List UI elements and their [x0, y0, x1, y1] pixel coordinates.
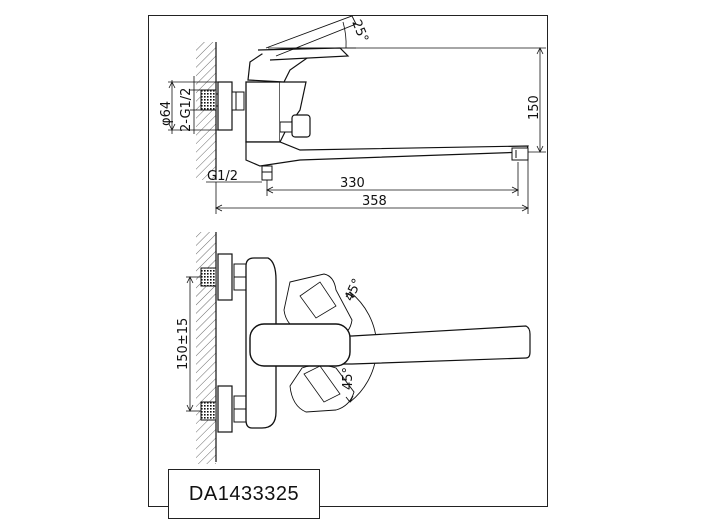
dim-overall-arrow-left	[215, 204, 223, 212]
top-dimensions	[186, 276, 201, 412]
connector-nut	[231, 91, 245, 111]
dim-phi64-arrow-top	[168, 81, 176, 89]
lower-eccentric-nut	[200, 401, 217, 421]
lower-flange	[217, 385, 233, 433]
rotation-arrow-bottom	[345, 395, 354, 403]
dim-center-arrow-top	[186, 276, 194, 284]
model-code-box: DA1433325	[168, 469, 320, 519]
top-wall-hatch	[196, 232, 216, 464]
dim-center-arrow-bottom	[186, 404, 194, 412]
label-rotation-up: 45°	[342, 276, 365, 303]
wall-flange	[217, 81, 233, 131]
upper-eccentric-nut	[200, 267, 217, 287]
diverter-stem	[279, 121, 293, 133]
label-diameter: φ64	[159, 101, 174, 126]
diverter-knob	[291, 114, 311, 138]
label-connection: 2-G1/2	[179, 88, 194, 132]
outlet-thread	[261, 165, 273, 181]
dim-reach-arrow-left	[266, 186, 274, 194]
dim-overall-arrow-right	[521, 204, 529, 212]
spout-ghost-lower-inner	[303, 365, 341, 403]
angle-arc	[342, 21, 347, 49]
eccentric-nut	[200, 89, 217, 111]
label-height: 150	[527, 95, 542, 120]
label-outlet-thread: G1/2	[207, 169, 238, 184]
aerator	[511, 147, 529, 161]
top-view	[196, 232, 531, 464]
dim-height-arrow-top	[536, 47, 544, 55]
label-rotation-down: 45°	[341, 367, 356, 390]
spout-ghost-upper-inner	[299, 281, 337, 319]
side-view	[196, 15, 529, 181]
label-overall-length: 358	[362, 194, 387, 209]
dim-height-arrow-bottom	[536, 145, 544, 153]
label-reach: 330	[340, 176, 365, 191]
dim-reach-arrow-right	[511, 186, 519, 194]
upper-flange	[217, 253, 233, 301]
mixer-body	[245, 81, 281, 143]
lever-raised-ghost	[265, 15, 357, 57]
side-wall-hatch	[196, 42, 216, 180]
spout	[245, 141, 529, 167]
lever-top	[249, 323, 351, 367]
lever-arm	[257, 47, 350, 61]
side-dimensions	[168, 21, 546, 214]
drawing-frame	[148, 15, 548, 507]
label-center-distance: 150±15	[176, 318, 191, 370]
label-angle-25: 25°	[348, 18, 371, 45]
dim-phi64-arrow-bottom	[168, 123, 176, 131]
model-code: DA1433325	[188, 482, 300, 505]
rotation-arrow-top	[345, 291, 354, 299]
